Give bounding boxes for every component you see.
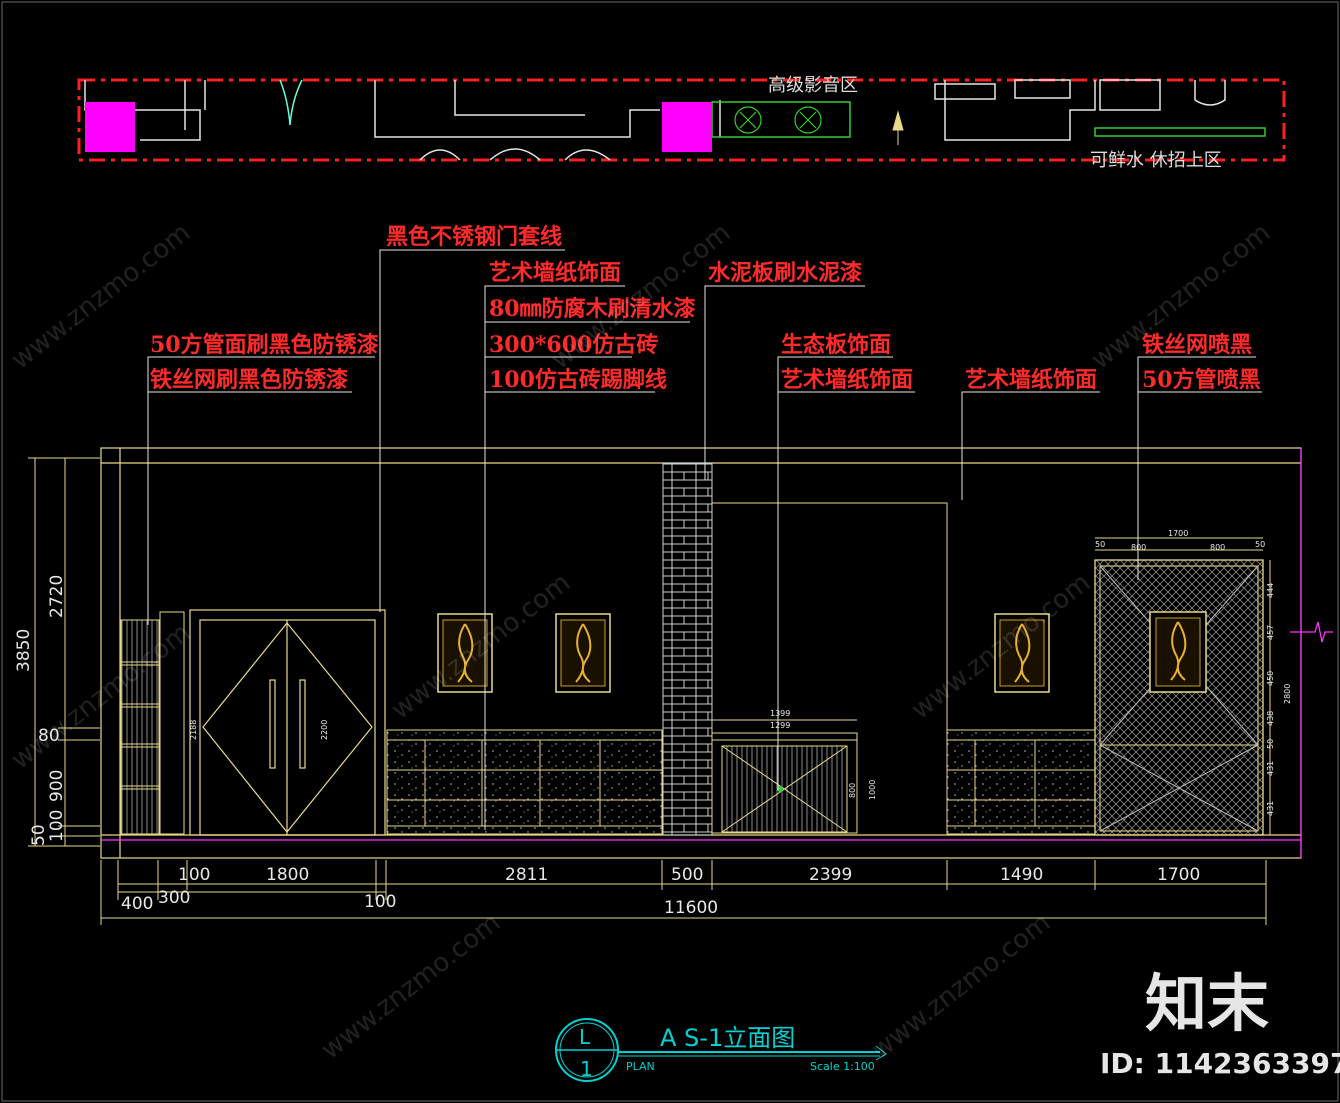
drawing-title: A S-1立面图 <box>660 1024 795 1052</box>
sdim-2800: 2800 <box>1283 684 1292 704</box>
watermark-5: www.znzmo.com <box>386 568 576 726</box>
sdim-800b: 800 <box>1210 543 1225 552</box>
annotations: 黑色不锈钢门套线 艺术墙纸饰面 80㎜防腐木刷清水漆 300*600仿古砖 10… <box>150 224 1261 393</box>
dim-2399: 2399 <box>809 865 852 885</box>
dim-3850: 3850 <box>14 629 34 672</box>
sdim-1299: 1299 <box>770 721 790 730</box>
sdim-50a: 50 <box>1095 540 1105 549</box>
central-cabinet <box>711 732 858 834</box>
tile-wall-right <box>946 729 1096 835</box>
dim-2811: 2811 <box>505 865 548 885</box>
sdim-2188: 2188 <box>189 720 198 740</box>
dim-1800: 1800 <box>266 865 309 885</box>
dim-2720: 2720 <box>47 575 67 618</box>
sdim-431a: 431 <box>1266 761 1275 776</box>
sdim-2200: 2200 <box>320 720 329 740</box>
sdim-50-right: 50 <box>1266 739 1275 749</box>
dim-100: 100 <box>178 865 210 885</box>
brand-logo: 知末 <box>1145 967 1269 1040</box>
sdim-800a: 800 <box>1131 543 1146 552</box>
sdim-1399: 1399 <box>770 709 790 718</box>
brick-column <box>662 462 713 836</box>
annotation-eco-board: 生态板饰面 <box>781 332 891 358</box>
dim-total: 11600 <box>664 898 718 918</box>
sdim-50b: 50 <box>1255 540 1265 549</box>
wire-mesh-panel <box>1094 559 1264 836</box>
plan-strip: 高级影音区 可鲜水 休招上区 <box>77 75 1286 171</box>
dim-1700: 1700 <box>1157 865 1200 885</box>
dim-400: 400 <box>121 894 153 914</box>
plan-label-top: 高级影音区 <box>768 75 858 96</box>
sdim-444: 444 <box>1266 583 1275 598</box>
tile-wall-left <box>386 729 663 835</box>
annotation-tile: 300*600仿古砖 <box>489 332 658 358</box>
annotation-cement-board: 水泥板刷水泥漆 <box>708 260 862 286</box>
dim-80: 80 <box>38 726 60 746</box>
double-door <box>189 609 386 836</box>
dim-300: 300 <box>158 888 190 908</box>
leader-lines <box>147 249 1262 830</box>
annotation-wallpaper-3: 艺术墙纸饰面 <box>965 367 1097 393</box>
plan-label: PLAN <box>626 1060 655 1073</box>
annotation-wire-mesh: 铁丝网刷黑色防锈漆 <box>150 367 348 393</box>
left-dimensions: 3850 2720 80 900 100 50 <box>14 575 67 846</box>
scale-label: Scale 1:100 <box>810 1060 875 1073</box>
dim-1490: 1490 <box>1000 865 1043 885</box>
plan-label-bottom: 可鲜水 休招上区 <box>1090 150 1222 171</box>
square-tube-column <box>120 448 185 835</box>
annotation-mesh-black: 铁丝网喷黑 <box>1142 332 1252 358</box>
sdim-431b: 431 <box>1266 801 1275 816</box>
art-frame-1 <box>437 613 493 693</box>
dim-900: 900 <box>47 770 67 802</box>
sdim-438: 438 <box>1266 711 1275 726</box>
sdim-450: 450 <box>1266 671 1275 686</box>
annotation-wallpaper-2: 艺术墙纸饰面 <box>781 367 913 393</box>
image-id: ID: 1142363397 <box>1100 1047 1340 1080</box>
bottom-dimension-lines <box>100 860 1267 925</box>
sdim-1000: 1000 <box>868 780 877 800</box>
annotation-wallpaper-1: 艺术墙纸饰面 <box>489 260 621 286</box>
dim-100-left: 100 <box>47 810 67 842</box>
bottom-dimensions: 100 1800 2811 500 2399 1490 1700 400 300… <box>121 865 1200 918</box>
title-block: L 1 A S-1立面图 PLAN Scale 1:100 <box>555 1018 887 1082</box>
break-line <box>1290 621 1333 643</box>
wall-opening <box>712 502 948 835</box>
left-dimension-lines <box>28 457 100 847</box>
watermark-8: www.znzmo.com <box>866 908 1056 1066</box>
annotation-tube-black: 50方管喷黑 <box>1142 367 1261 393</box>
sdim-1700: 1700 <box>1168 529 1188 538</box>
north-arrow-icon <box>892 110 904 131</box>
small-dimensions: 1700 50 800 800 50 2200 2188 1399 1299 8… <box>189 529 1292 835</box>
annotation-door-trim: 黑色不锈钢门套线 <box>386 224 562 250</box>
annotation-square-tube: 50方管面刷黑色防锈漆 <box>150 332 379 358</box>
title-number: 1 <box>580 1057 593 1081</box>
watermark-7: www.znzmo.com <box>316 908 506 1066</box>
dim-100b: 100 <box>364 892 396 912</box>
annotation-skirting: 100仿古砖踢脚线 <box>489 367 667 393</box>
plant-icon <box>734 106 822 134</box>
dim-500: 500 <box>671 865 703 885</box>
dim-50-left: 50 <box>29 824 49 846</box>
title-letter: L <box>579 1025 591 1049</box>
column-marker-left <box>85 102 135 152</box>
art-frame-3 <box>994 613 1050 693</box>
sdim-800: 800 <box>848 783 857 798</box>
sdim-457: 457 <box>1266 625 1275 640</box>
column-marker-mid <box>662 102 712 152</box>
watermark-6: www.znzmo.com <box>906 568 1096 726</box>
annotation-wood: 80㎜防腐木刷清水漆 <box>489 296 696 322</box>
art-frame-2 <box>555 613 611 693</box>
